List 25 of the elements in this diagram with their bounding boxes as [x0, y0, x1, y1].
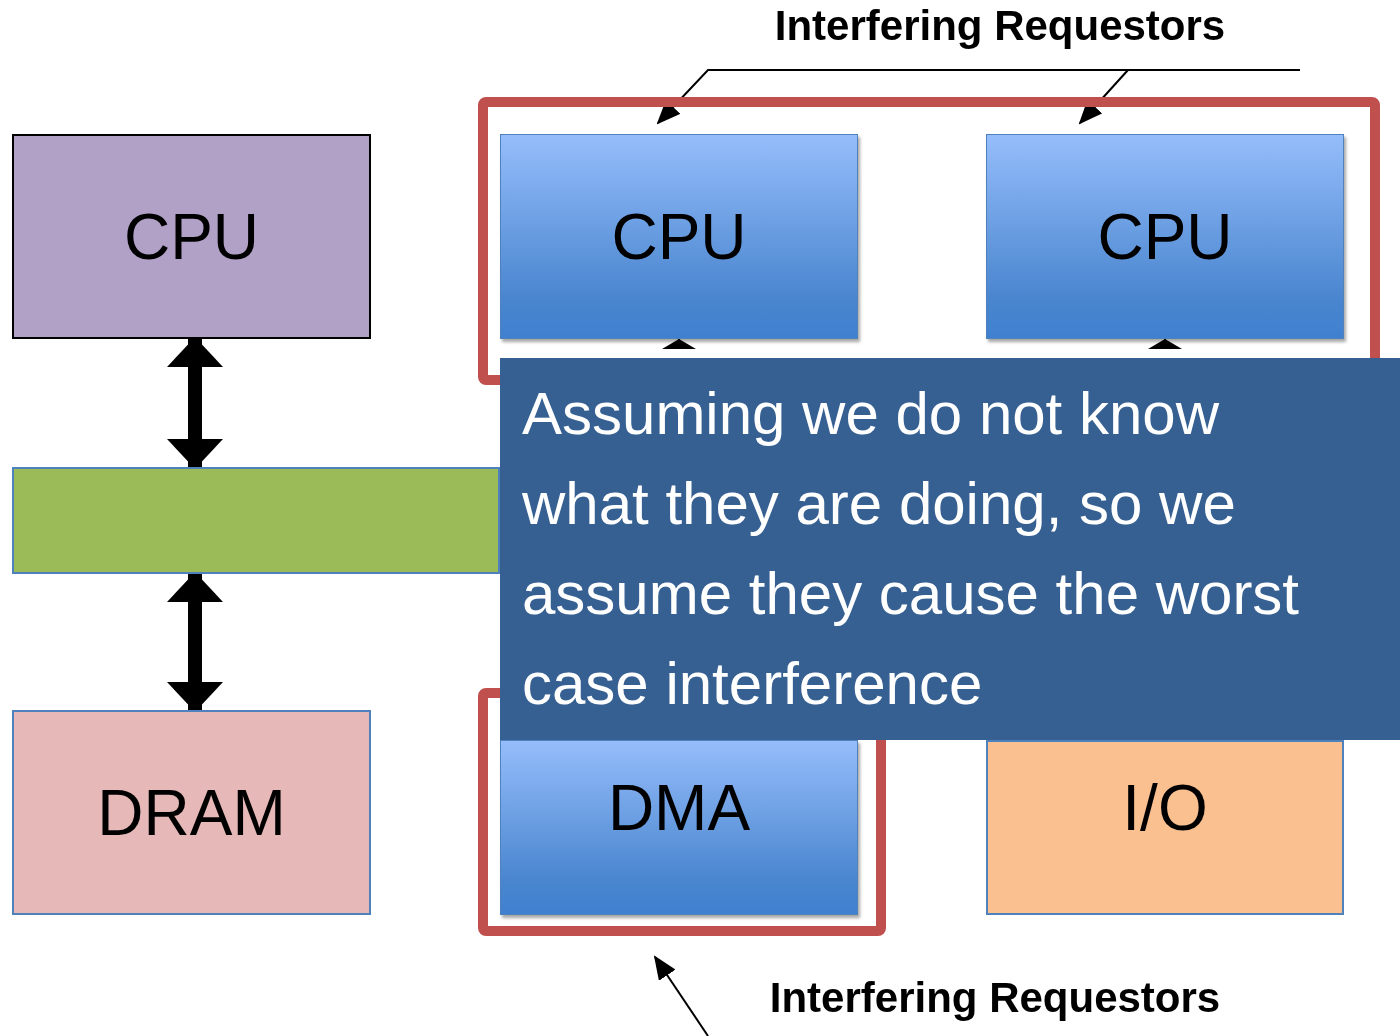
cpu-box — [12, 134, 371, 339]
annotation-label: Interfering Requestors — [774, 2, 1226, 50]
processor-box — [986, 134, 1344, 339]
box-label: CPU — [123, 204, 260, 269]
double-arrow — [167, 572, 223, 712]
callout-box — [500, 358, 1400, 740]
leader-arrow — [1078, 69, 1129, 125]
callout-text: Assuming we do not know what they are doing, so we assume they cause the worst case interference — [522, 379, 1301, 719]
io-box — [986, 740, 1344, 915]
arrowhead — [662, 338, 696, 350]
box-label: DRAM — [97, 780, 286, 845]
group-frame — [478, 97, 1380, 385]
double-arrow — [167, 337, 223, 469]
box-label: CPU — [611, 204, 747, 269]
box-label: I/O — [1122, 775, 1208, 840]
box-label: CPU — [1097, 204, 1233, 269]
dram-box — [12, 710, 371, 915]
processor-box — [500, 740, 858, 915]
processor-box — [500, 134, 858, 339]
arrowhead — [1148, 338, 1182, 350]
bus-bar — [12, 467, 500, 574]
leader-arrow — [656, 69, 1301, 125]
leader-arrow — [653, 955, 709, 1036]
annotation-label: Interfering Requestors — [769, 973, 1221, 1022]
box-label: DMA — [607, 775, 751, 840]
